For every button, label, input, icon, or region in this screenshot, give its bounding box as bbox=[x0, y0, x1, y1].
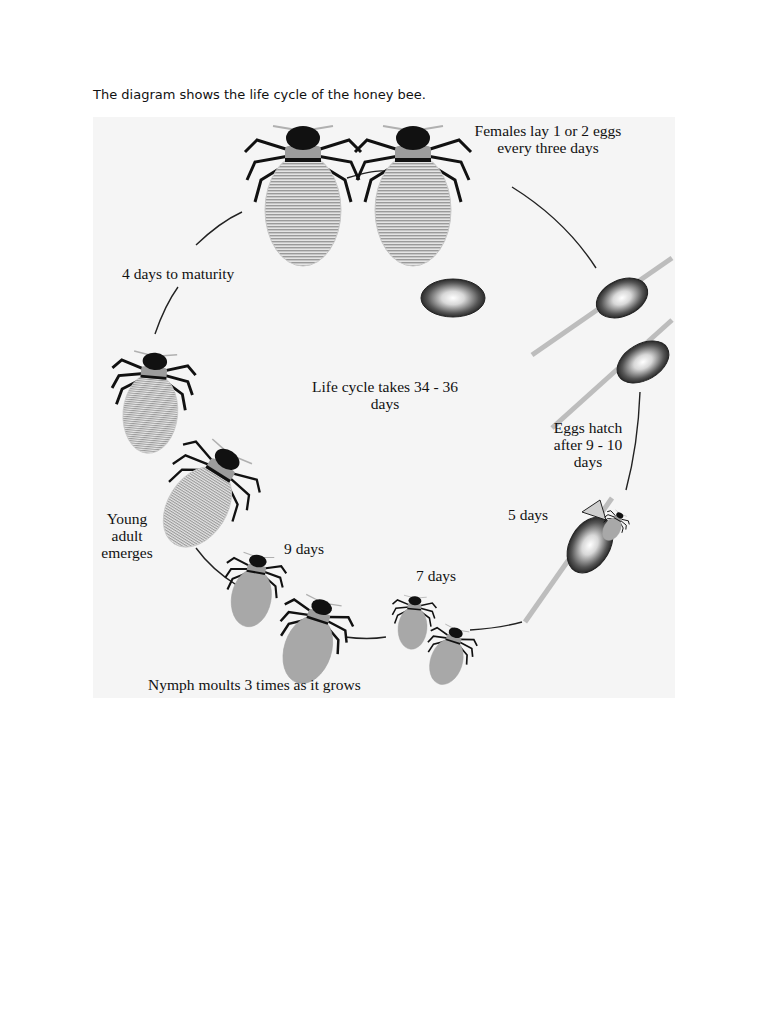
panel bbox=[93, 117, 675, 698]
bee-leg bbox=[355, 140, 399, 152]
bee-head bbox=[396, 126, 430, 150]
bee-leg bbox=[317, 140, 361, 152]
annotation-label: Females lay 1 or 2 eggs every three days bbox=[458, 122, 638, 156]
bee-head bbox=[142, 352, 168, 371]
annotation-label: Young adult emerges bbox=[92, 510, 162, 561]
eggs bbox=[421, 270, 676, 581]
bee-band bbox=[395, 158, 431, 162]
bee-leg bbox=[164, 364, 196, 375]
annotation-label: 7 days bbox=[416, 567, 456, 584]
bee-abdomen bbox=[424, 634, 469, 689]
bee-head bbox=[286, 126, 320, 150]
bee bbox=[105, 349, 197, 457]
bee-band bbox=[306, 616, 328, 625]
annotation-label: Nymph moults 3 times as it grows bbox=[148, 676, 361, 693]
bee-band bbox=[140, 375, 166, 380]
bee bbox=[595, 507, 633, 546]
bee bbox=[136, 427, 271, 568]
bee-abdomen bbox=[149, 454, 246, 559]
bee bbox=[245, 126, 361, 266]
diagram-title: The diagram shows the life cycle of the … bbox=[93, 87, 426, 103]
bee-band bbox=[445, 638, 460, 644]
bee-leg bbox=[393, 600, 410, 606]
bee bbox=[389, 594, 438, 651]
bee-head bbox=[408, 596, 422, 606]
bee-head bbox=[447, 626, 464, 640]
bee-abdomen bbox=[396, 606, 428, 651]
bee-abdomen bbox=[265, 154, 341, 266]
bee-leg bbox=[431, 626, 450, 637]
annotation-label: Life cycle takes 34 - 36 days bbox=[300, 378, 470, 412]
bee-head bbox=[615, 511, 624, 519]
annotation-label: Eggs hatch after 9 - 10 days bbox=[540, 419, 636, 470]
bee-leg bbox=[245, 140, 289, 152]
bee-band bbox=[407, 608, 421, 611]
bee-figures bbox=[105, 126, 632, 694]
bee bbox=[416, 620, 481, 691]
annotation-label: 9 days bbox=[284, 540, 324, 557]
bee-head bbox=[309, 597, 334, 618]
bee-abdomen bbox=[120, 371, 182, 456]
bee-head bbox=[211, 444, 243, 474]
bee-head bbox=[248, 553, 268, 568]
annotation-label: 4 days to maturity bbox=[122, 265, 234, 282]
bee bbox=[355, 126, 471, 266]
bee-leg bbox=[112, 359, 144, 370]
bee-abdomen bbox=[598, 514, 625, 544]
bee-band bbox=[246, 570, 265, 575]
bee-abdomen bbox=[375, 154, 451, 266]
twigs bbox=[525, 258, 672, 622]
bee-leg bbox=[420, 602, 437, 608]
bee-leg bbox=[227, 557, 251, 567]
annotation-label: 5 days bbox=[508, 506, 548, 523]
bee-leg bbox=[285, 597, 313, 613]
bee bbox=[217, 550, 289, 632]
bee-leg bbox=[231, 466, 265, 492]
bee-leg bbox=[427, 140, 471, 152]
bee-leg bbox=[621, 517, 631, 524]
bee-band bbox=[285, 158, 321, 162]
bee-abdomen bbox=[227, 566, 276, 630]
